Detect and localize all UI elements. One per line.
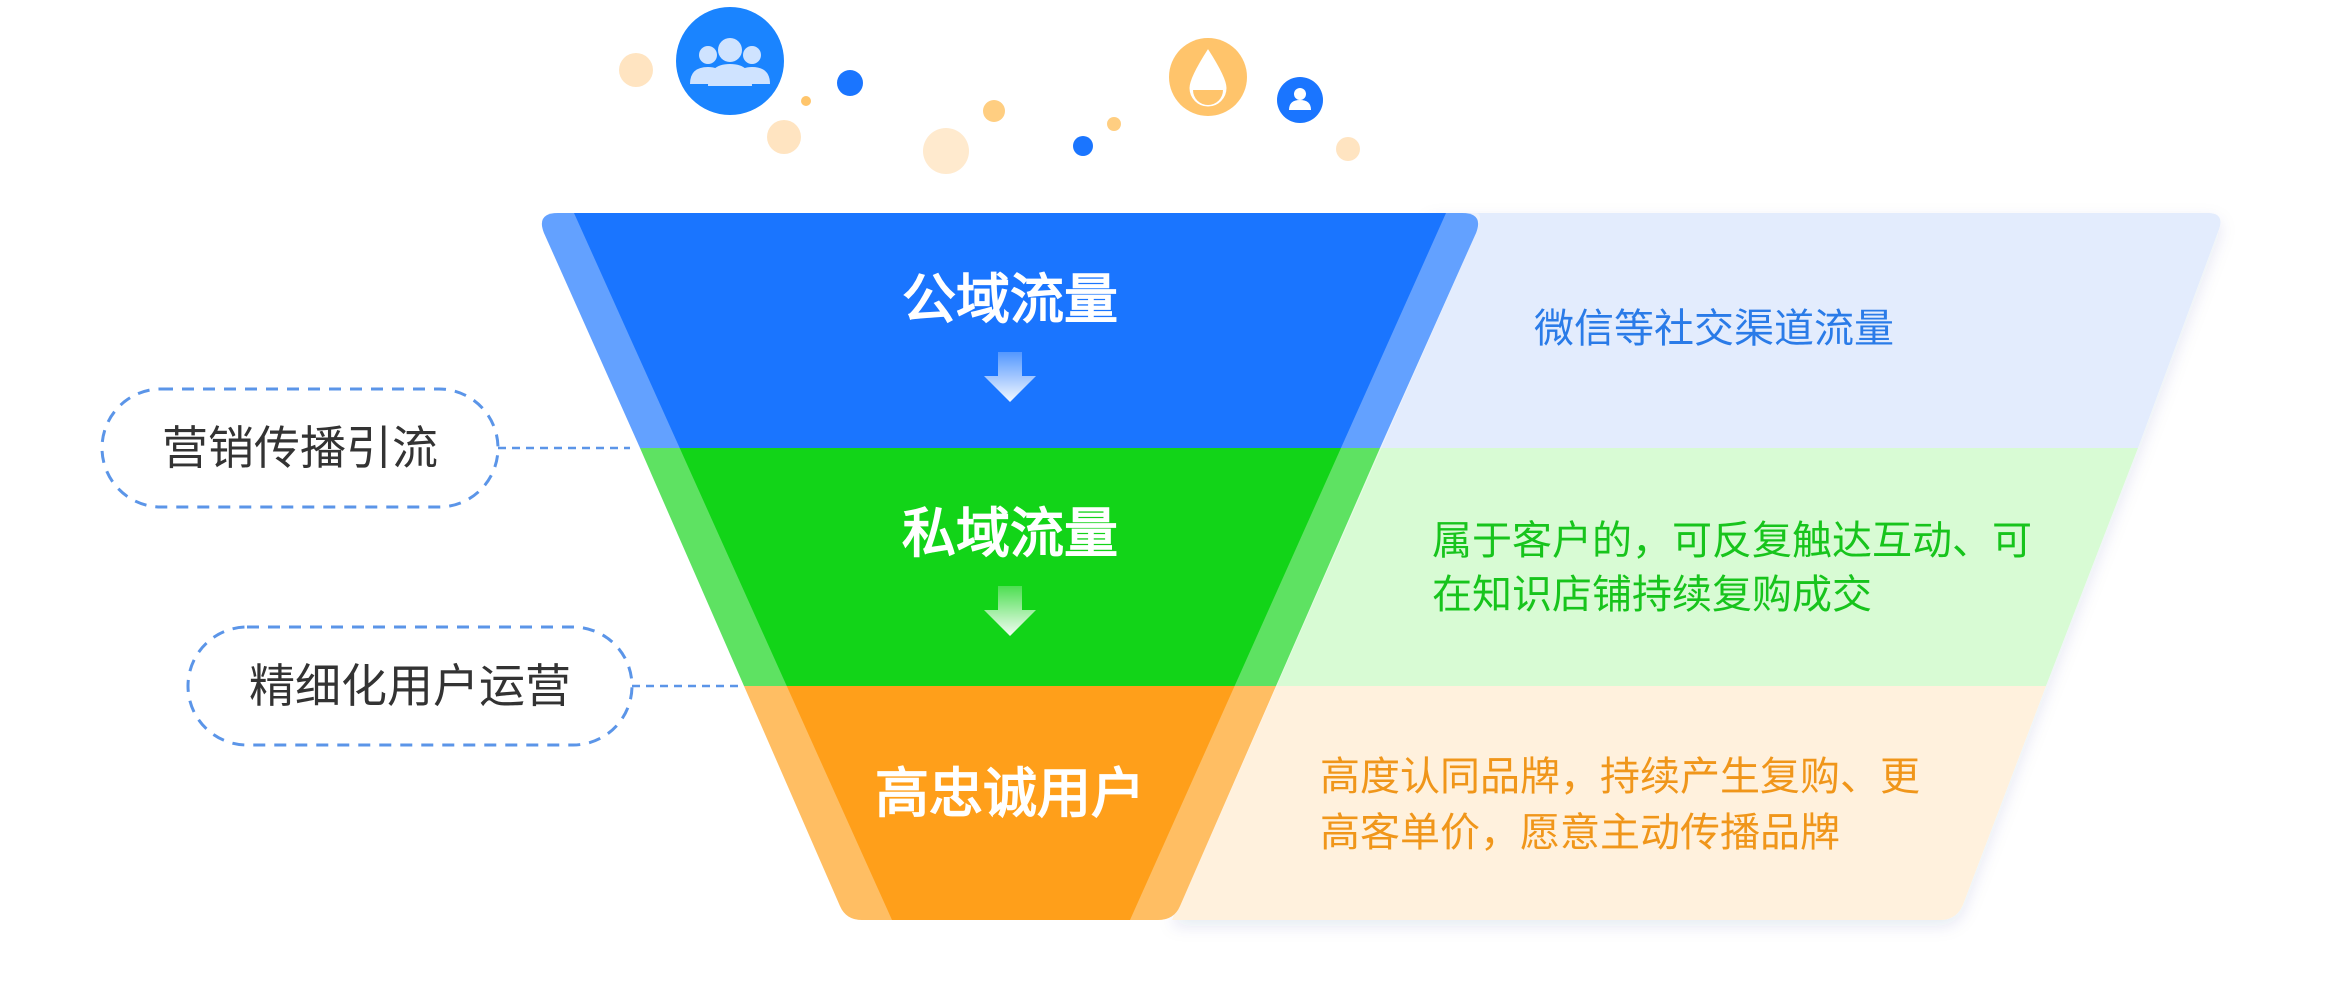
user-icon [1277, 77, 1323, 123]
side-label-text: 精细化用户运营 [249, 659, 571, 713]
desc-public-line-1: 微信等社交渠道流量 [1534, 306, 1894, 352]
side-label-operation: 精细化用户运营 [186, 625, 740, 747]
funnel-tier-public [541, 213, 1479, 448]
funnel-right-rim [1130, 213, 1480, 920]
funnel-tier-loyal [744, 686, 1276, 920]
side-label-marketing: 营销传播引流 [100, 387, 630, 509]
desc-private-line-2: 在知识店铺持续复购成交 [1432, 572, 1872, 618]
arrow-down-icon [984, 352, 1036, 402]
side-label-text: 营销传播引流 [162, 421, 438, 475]
group-icon [676, 7, 784, 115]
side-label-pill [100, 387, 500, 509]
decor-bubbles [619, 53, 1360, 174]
droplet-icon [1169, 38, 1247, 116]
private-desc-panel [1258, 448, 2138, 686]
public-desc-panel [1348, 213, 2221, 448]
tier-title-public: 公域流量 [902, 268, 1118, 331]
loyal-desc-panel [1172, 686, 2046, 920]
desc-loyal-line-1: 高度认同品牌，持续产生复购、更 [1320, 754, 1920, 800]
arrow-down-icon [984, 586, 1036, 636]
desc-private-line-1: 属于客户的，可反复触达互动、可 [1432, 518, 2032, 564]
funnel-left-rim [540, 213, 892, 920]
tier-title-private: 私域流量 [902, 502, 1118, 565]
side-label-pill [186, 625, 634, 747]
funnel-tier-private [640, 448, 1380, 686]
desc-loyal-line-2: 高客单价，愿意主动传播品牌 [1320, 810, 1840, 856]
description-panels [1172, 213, 2221, 920]
tier-title-loyal: 高忠诚用户 [875, 762, 1145, 825]
funnel [540, 213, 1480, 920]
